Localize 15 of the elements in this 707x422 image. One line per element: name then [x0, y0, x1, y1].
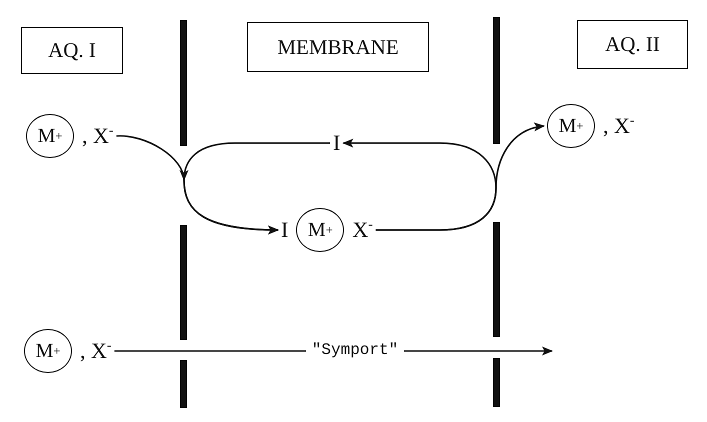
- cation-circle: M$^{+}$: [26, 114, 74, 158]
- region-label: AQ. I: [21, 27, 123, 74]
- anion-label: , X$^{-}$: [82, 124, 114, 148]
- anion-label: , X$^{-}$: [80, 338, 112, 364]
- anion-label: X$^{-}$: [352, 218, 373, 242]
- carrier-label: I: [333, 131, 340, 156]
- cation-circle: M$^{+}$: [547, 104, 595, 148]
- arrow: [376, 123, 545, 231]
- region-label: MEMBRANE: [247, 22, 429, 72]
- arrow: [183, 142, 330, 234]
- region-label: AQ. II: [577, 20, 688, 69]
- carrier-label: I: [281, 218, 288, 242]
- cation-circle: M$^{+}$: [296, 208, 344, 252]
- cation-circle: M$^{+}$: [24, 329, 72, 373]
- anion-label: , X$^{-}$: [603, 114, 634, 138]
